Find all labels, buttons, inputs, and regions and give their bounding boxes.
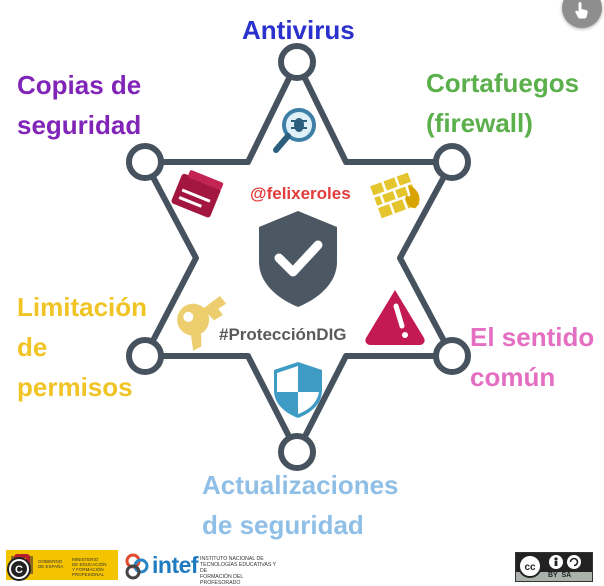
label-limitacion-de-permisos: Limitación de permisos: [17, 292, 148, 402]
author-handle: @felixeroles: [250, 184, 351, 203]
brick-wall-fire-icon: [370, 172, 420, 219]
warning-triangle-icon: [365, 290, 425, 345]
backup-stack-icon: [171, 170, 224, 218]
label-el-sentido-comun: El sentido común: [470, 322, 595, 392]
intef-symbol-icon: [125, 553, 149, 580]
hand-pointer-icon: [575, 2, 588, 19]
cc-by-sa-badge: cc BY SA: [515, 552, 593, 582]
intef-description: INSTITUTO NACIONAL DE TECNOLOGÍAS EDUCAT…: [200, 556, 277, 586]
intef-logo: intef INSTITUTO NACIONAL DE TECNOLOGÍAS …: [124, 550, 284, 586]
license-text: BY SA: [548, 572, 572, 579]
svg-text:cc: cc: [524, 562, 536, 573]
copyright-c-icon: C: [7, 557, 31, 581]
star-point-knobs: [126, 43, 471, 471]
svg-text:C: C: [15, 564, 23, 576]
shield-update-icon: [274, 362, 322, 418]
label-cortafuegos: Cortafuegos (firewall): [426, 68, 580, 138]
label-actualizaciones-de-seguridad: Actualizaciones de seguridad: [202, 470, 399, 540]
bug-magnifier-icon: [273, 108, 316, 153]
label-copias-de-seguridad: Copias de seguridad: [17, 70, 142, 140]
broken-key-icon: [177, 295, 227, 351]
cc-icons: cc: [518, 554, 581, 578]
shield-check-icon: [259, 211, 337, 307]
hashtag-label: #ProtecciónDIG: [219, 325, 347, 344]
ministerio-text: MINISTERIO DE EDUCACIÓN Y FORMACIÓN PROF…: [72, 557, 107, 577]
label-antivirus: Antivirus: [242, 15, 355, 45]
gobierno-text: GOBIERNO DE ESPAÑA: [38, 559, 64, 569]
intef-brand: intef: [152, 552, 199, 578]
